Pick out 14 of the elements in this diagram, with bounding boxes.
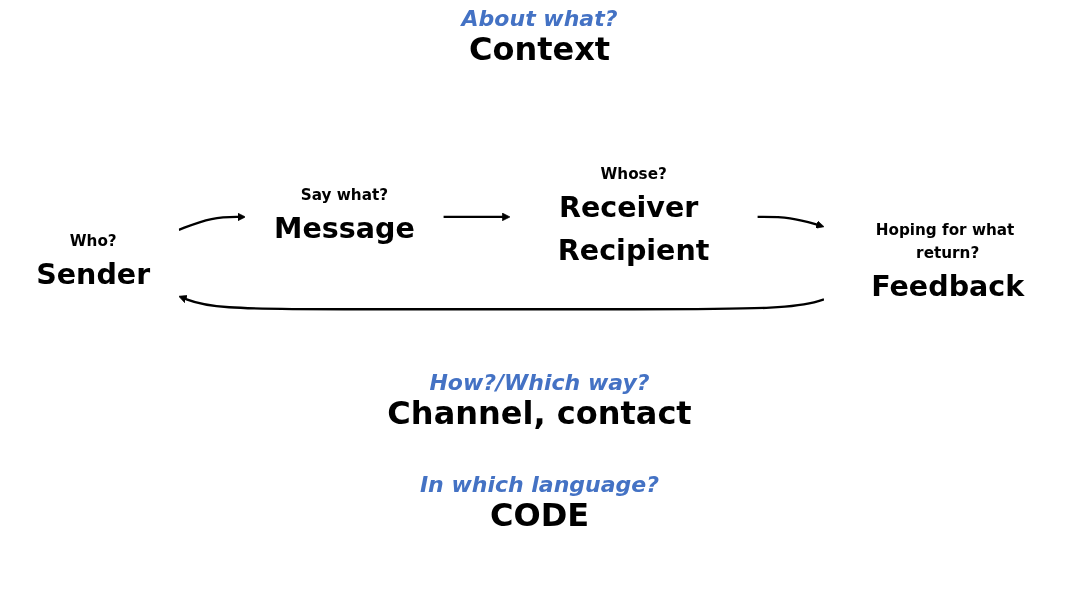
node-text: Say what? Message <box>273 185 415 245</box>
arrow <box>443 212 511 222</box>
arrow <box>178 295 825 311</box>
node-text: Hoping for what return? Feedback <box>871 220 1025 303</box>
heading-text: Context <box>467 31 612 69</box>
question-text: About what? <box>459 6 619 32</box>
question-text: In which language? <box>418 472 661 498</box>
arrow <box>178 212 246 231</box>
heading-text: CODE <box>488 497 591 535</box>
question-text: How?/Which way? <box>428 370 651 396</box>
node-text: Who? Sender <box>36 232 151 292</box>
arrow <box>757 215 825 229</box>
heading-text: Channel, contact <box>386 395 693 433</box>
node-text: Whose? Receiver Recipient <box>557 164 710 267</box>
